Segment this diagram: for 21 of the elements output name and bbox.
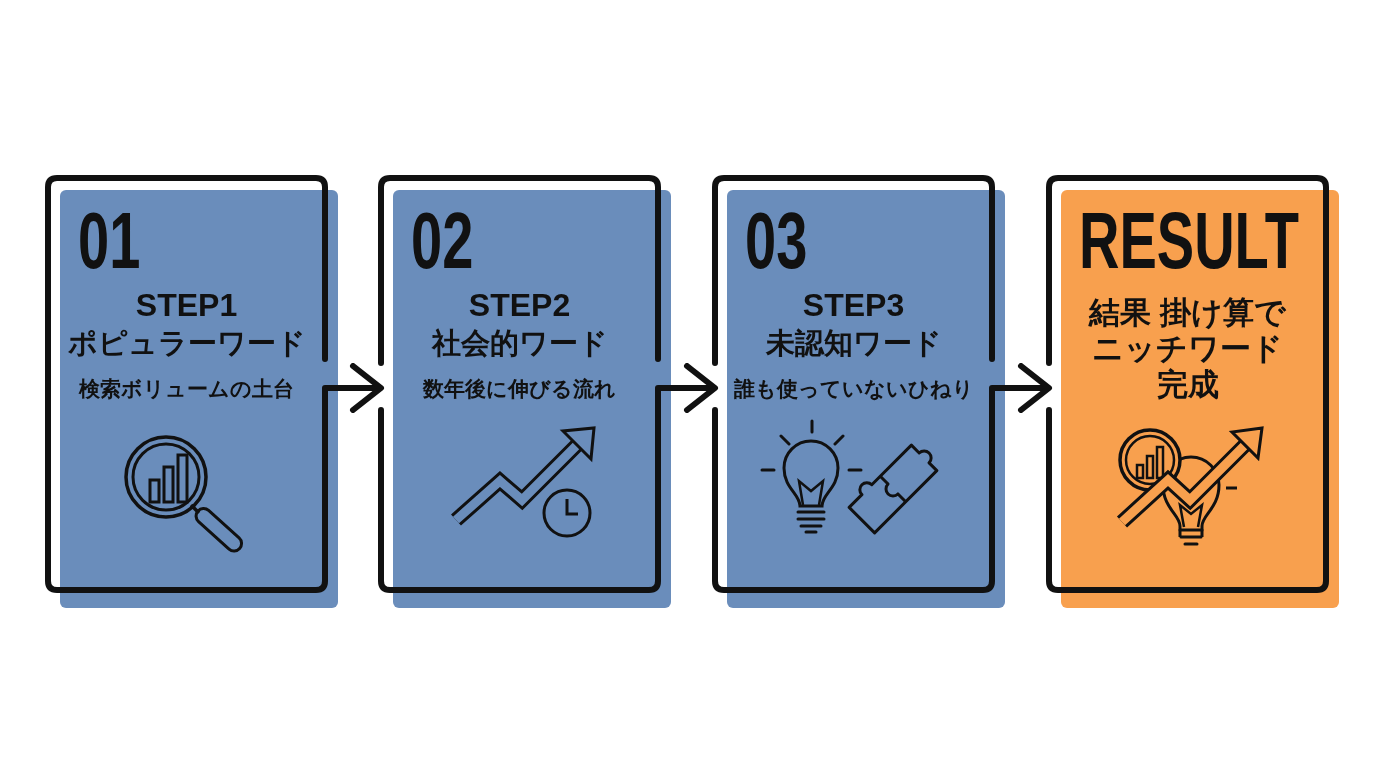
step-label: STEP2 bbox=[468, 288, 571, 322]
step-card bbox=[378, 175, 671, 608]
step-card bbox=[45, 175, 338, 608]
step-title: ポピュラーワード bbox=[67, 326, 306, 360]
step-number: 01 bbox=[78, 201, 141, 281]
arrow bbox=[658, 363, 718, 413]
arrow bbox=[325, 363, 384, 413]
result-card bbox=[1046, 175, 1339, 608]
step-label: STEP1 bbox=[135, 288, 238, 322]
step-number: 03 bbox=[745, 201, 808, 281]
step-card bbox=[712, 175, 1005, 608]
step-description: 誰も使っていないひねり bbox=[733, 376, 974, 403]
step-title: 未認知ワード bbox=[765, 326, 942, 360]
step-title: 社会的ワード bbox=[431, 326, 608, 360]
result-heading: RESULT bbox=[1079, 201, 1299, 281]
step-description: 数年後に伸びる流れ bbox=[423, 376, 616, 402]
step-label: STEP3 bbox=[802, 288, 905, 322]
result-description: 結果 掛け算でニッチワード完成 bbox=[1087, 295, 1287, 403]
step-number: 02 bbox=[411, 201, 474, 281]
arrow bbox=[992, 363, 1052, 413]
step-description: 検索ボリュームの土台 bbox=[79, 376, 294, 402]
